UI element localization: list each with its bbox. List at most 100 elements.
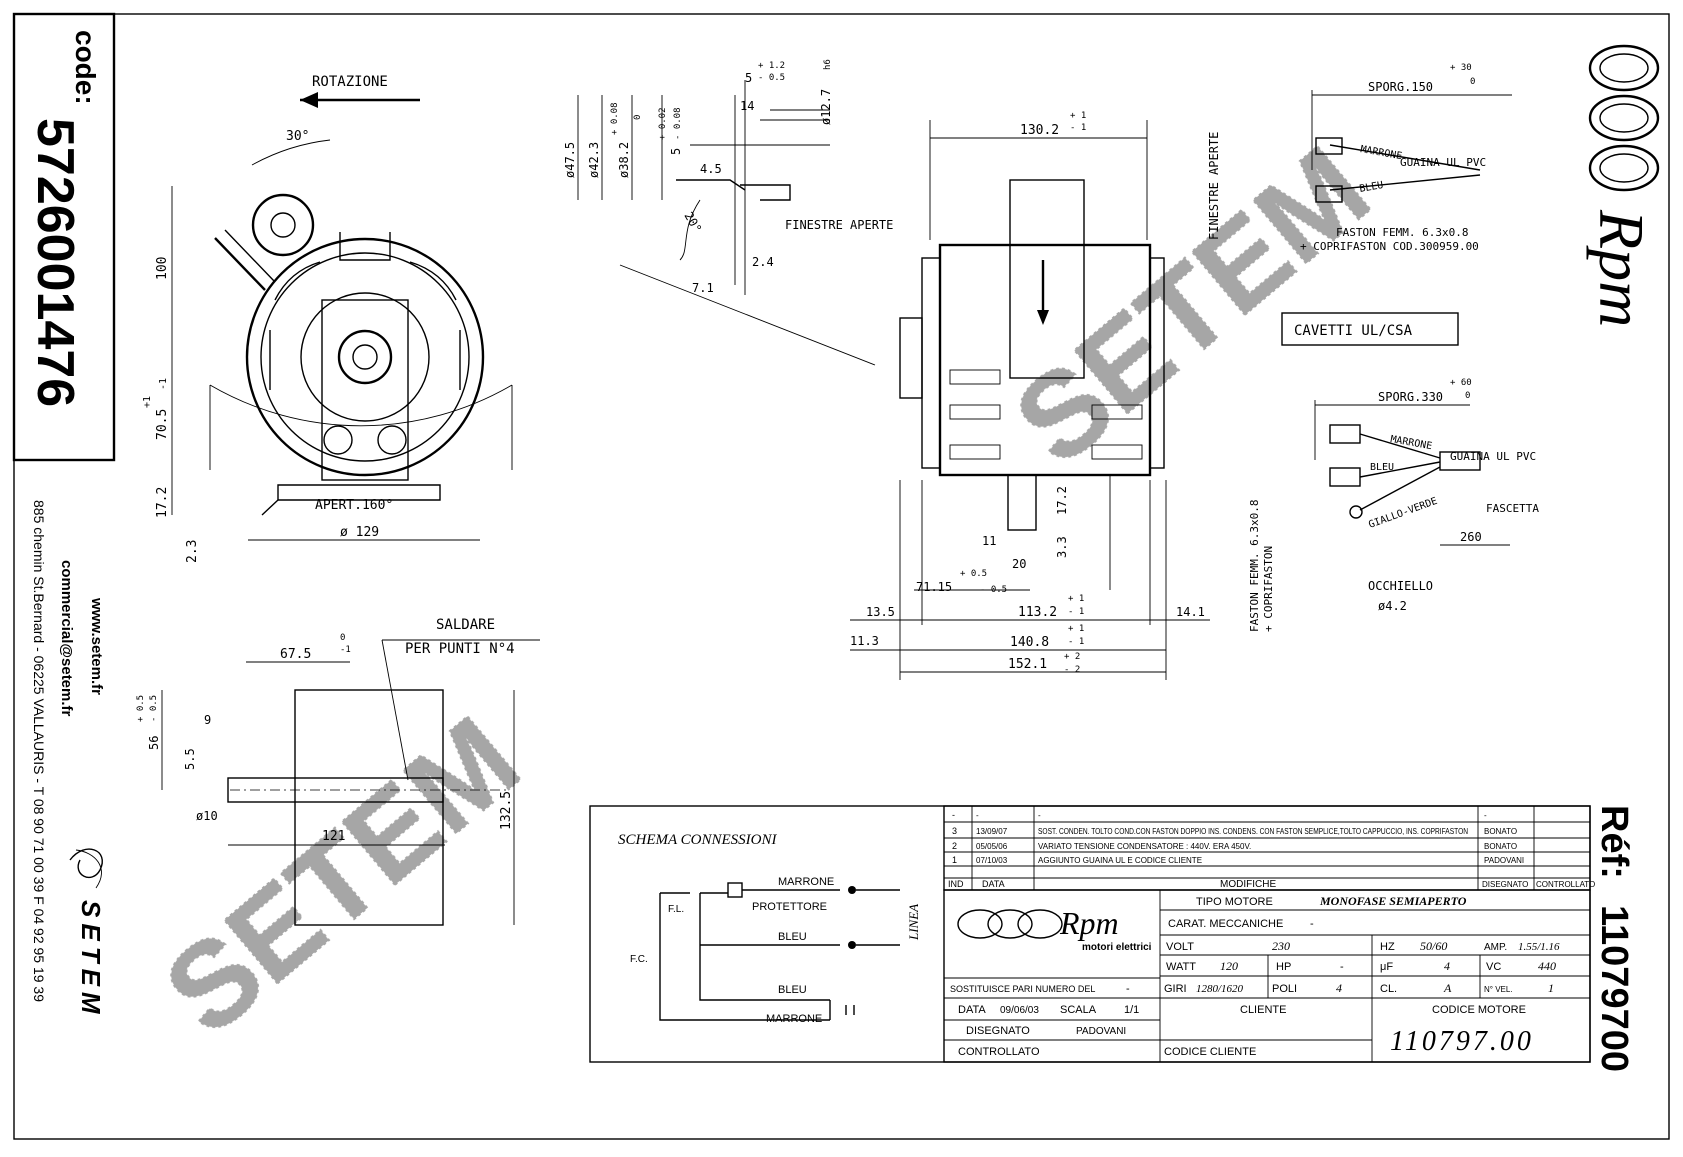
- dim-56: 56: [147, 736, 161, 750]
- schema-fc: F.C.: [630, 954, 648, 965]
- sporg150-tol-zero: 0: [1470, 77, 1475, 87]
- title-brand: Rpm: [1059, 905, 1119, 941]
- carat-label: CARAT. MECCANICHE: [1168, 918, 1283, 930]
- dim-2-3: 2.3: [185, 540, 200, 563]
- rev-header-ctrl: CONTROLLATO: [1536, 880, 1595, 889]
- revision-cell-dis: BONATO: [1484, 827, 1517, 836]
- codice-motore-label: CODICE MOTORE: [1432, 1004, 1526, 1016]
- dim-71-15: 71.15: [916, 580, 952, 594]
- schema-linea: LINEA: [906, 904, 921, 941]
- scala-value: 1/1: [1124, 1004, 1139, 1016]
- cavetti-label: CAVETTI UL/CSA: [1294, 323, 1413, 339]
- setem-logo-icon: SETEM: [69, 848, 106, 1020]
- coprifaston2-label: + COPRIFASTON: [1262, 546, 1275, 632]
- revision-cell-dis: -: [1484, 811, 1487, 820]
- hp-label: HP: [1276, 961, 1291, 973]
- saldare-label: SALDARE: [436, 617, 495, 633]
- sporg330-tol-zero: 0: [1465, 391, 1470, 401]
- d47-5: ø47.5: [563, 142, 577, 178]
- nvel-label: N° VEL.: [1484, 985, 1513, 994]
- rpm-logo-icon: [1588, 44, 1660, 192]
- dim-140-tol-minus: - 1: [1068, 637, 1084, 647]
- dim-152-tol-minus: - 2: [1064, 665, 1080, 675]
- dim-67-tol-minus: -1: [340, 645, 351, 655]
- watermark-text-1: SETEM: [141, 692, 544, 1060]
- revision-cell-date: 07/10/03: [976, 856, 1008, 865]
- watt-label: WATT: [1166, 961, 1196, 973]
- revision-cell-ind: 1: [952, 855, 957, 865]
- giri-value: 1280/1620: [1196, 983, 1244, 995]
- capacitor-end: [251, 193, 315, 257]
- dim-56-tol-plus: + 0.5: [136, 695, 146, 722]
- revision-cell-ind: 3: [952, 826, 957, 836]
- hz-value: 50/60: [1420, 939, 1447, 953]
- dim-152-tol-plus: + 2: [1064, 652, 1080, 662]
- w7-1: 7.1: [692, 281, 714, 295]
- dim-132-5: 132.5: [499, 791, 514, 830]
- shaft: [227, 777, 444, 803]
- brand-block: Rpm Réf: 11079700: [1586, 44, 1660, 1072]
- sporg330-tol-plus: + 60: [1450, 378, 1472, 388]
- poli-label: POLI: [1272, 983, 1297, 995]
- dim-9: 9: [204, 713, 211, 727]
- w5-tol-minus: - 0.5: [758, 73, 785, 83]
- disegnato-value: PADOVANI: [1076, 1026, 1126, 1037]
- dim-5-5: 5.5: [183, 748, 197, 770]
- hz-label: HZ: [1380, 941, 1395, 953]
- rev-header-ind: IND: [948, 879, 964, 889]
- sporg150-tol-plus: + 30: [1450, 63, 1472, 73]
- schema-protettore: PROTETTORE: [752, 901, 827, 913]
- top-dim-tol-minus: - 1: [1070, 123, 1086, 133]
- d38-2: ø38.2: [617, 142, 631, 178]
- dim-11: 11: [982, 534, 996, 548]
- d12-tol: h6: [823, 59, 833, 70]
- data-label: DATA: [958, 1004, 986, 1016]
- tipo-motore-label: TIPO MOTORE: [1196, 896, 1273, 908]
- w5: 5: [745, 71, 752, 85]
- setem-logo-text: SETEM: [76, 900, 106, 1020]
- w4-5: 4.5: [700, 162, 722, 176]
- d38-tol-zero: 0: [633, 115, 643, 120]
- dim-67-tol-zero: 0: [340, 633, 345, 643]
- dim-10: ø10: [196, 809, 218, 823]
- rev-header-desc: MODIFICHE: [1220, 879, 1276, 890]
- codice-cliente-label: CODICE CLIENTE: [1164, 1046, 1256, 1058]
- poli-value: 4: [1336, 981, 1342, 995]
- website-text[interactable]: www.setem.fr: [88, 597, 105, 695]
- rev-header-dis: DISEGNATO: [1482, 880, 1528, 889]
- base-plate: [294, 689, 444, 926]
- sost-value: -: [1126, 983, 1130, 995]
- uf-label: μF: [1380, 961, 1393, 973]
- bleu2-label: BLEU: [1370, 462, 1394, 473]
- code-value: 5726001476: [26, 118, 84, 407]
- sporg150: SPORG.150: [1368, 80, 1433, 94]
- rpm-title-logo-icon: [957, 909, 1063, 939]
- email-text[interactable]: commercial@setem.fr: [58, 560, 75, 717]
- d5-tol-plus: + 0.02: [658, 107, 668, 140]
- schema-fl: F.L.: [668, 904, 684, 915]
- angle-30-label: 30°: [286, 129, 309, 144]
- capacitor: [1009, 179, 1085, 379]
- ref-label: Réf:: [1593, 805, 1635, 879]
- dim-140-8: 140.8: [1010, 635, 1049, 650]
- motor-housing: [245, 237, 485, 477]
- dim-121: 121: [322, 829, 345, 844]
- cavetti-box: [1281, 312, 1459, 346]
- code-label: code:: [70, 30, 101, 105]
- cl-label: CL.: [1380, 983, 1397, 995]
- rpm-brand-text: Rpm: [1586, 209, 1657, 327]
- revision-cell-ind: -: [952, 810, 955, 820]
- faston2-label: FASTON FEMM. 6.3x0.8: [1248, 500, 1261, 632]
- dim-20: 20: [1012, 557, 1026, 571]
- volt-label: VOLT: [1166, 941, 1194, 953]
- dim-17-2-side: 17.2: [1055, 486, 1069, 515]
- revision-cell-dis: BONATO: [1484, 842, 1517, 851]
- dim-67-5: 67.5: [280, 647, 311, 662]
- amp-value: 1.55/1.16: [1518, 941, 1560, 953]
- revision-cell-desc: AGGIUNTO GUAINA UL E CODICE CLIENTE: [1038, 856, 1202, 865]
- dim-71-tol-plus: + 0.5: [960, 569, 987, 579]
- revision-cell-desc: -: [1038, 811, 1041, 820]
- hp-value: -: [1340, 961, 1344, 973]
- watt-value: 120: [1220, 959, 1238, 973]
